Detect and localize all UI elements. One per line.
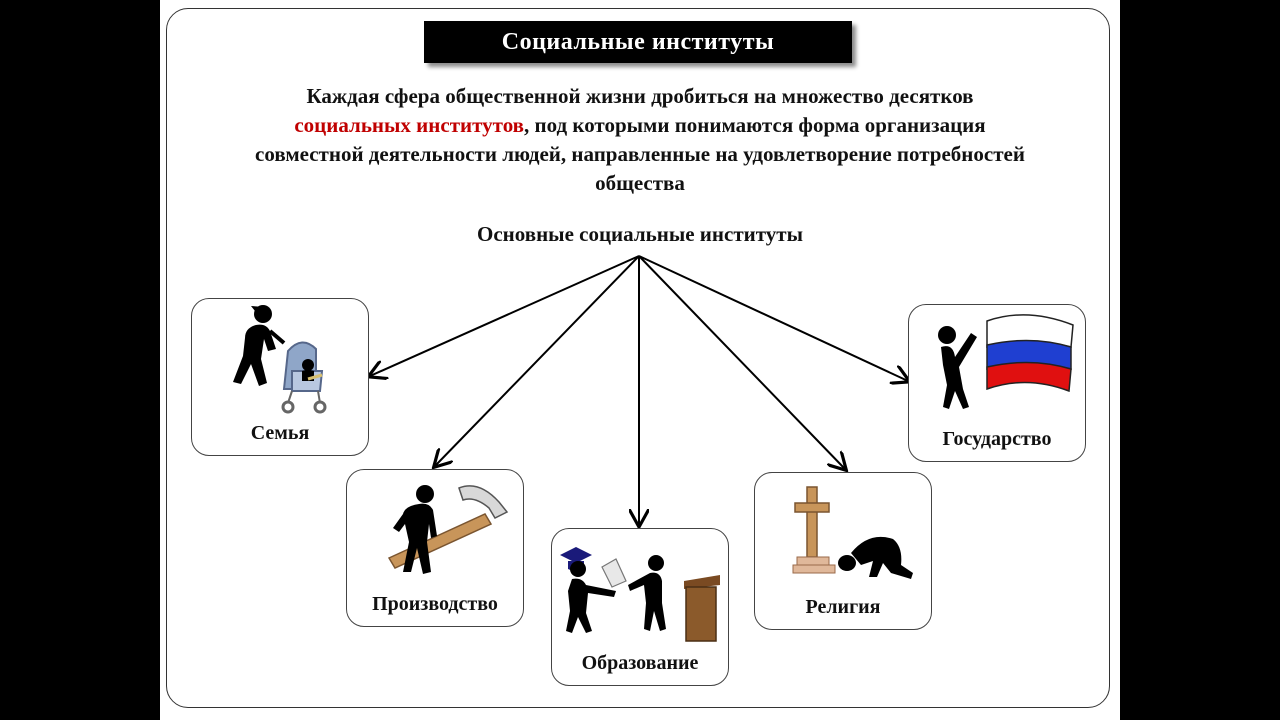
- arrow-to-family: [370, 255, 640, 376]
- card-state: Государство: [908, 304, 1086, 462]
- arrow-to-production: [435, 255, 640, 466]
- intro-line-1: Каждая сфера общественной жизни дробитьс…: [306, 84, 974, 108]
- card-family: Семья: [191, 298, 369, 456]
- institution-label: Государство: [942, 428, 1052, 450]
- arrows-layer: [160, 255, 1120, 720]
- institution-label: Семья: [250, 422, 310, 444]
- intro-line-2-rest: , под которыми понимаются форма организа…: [524, 113, 986, 137]
- graduate-and-teacher-icon: [560, 547, 720, 642]
- slide-title: Социальные институты: [424, 21, 852, 63]
- slide: Социальные институты Каждая сфера общест…: [160, 0, 1120, 720]
- worker-with-hammer-icon: [387, 485, 509, 574]
- center-label: Основные социальные институты: [477, 222, 803, 246]
- intro-line-2: социальных институтов, под которыми пони…: [178, 111, 1102, 140]
- arrow-to-state: [638, 255, 908, 381]
- card-production: Производство: [346, 469, 524, 627]
- card-education: Образование: [551, 528, 729, 686]
- person-with-russian-flag-icon: [938, 314, 1074, 409]
- intro-line-4: общества: [595, 171, 685, 195]
- intro-text: Каждая сфера общественной жизни дробитьс…: [178, 82, 1102, 198]
- institution-label: Религия: [805, 596, 881, 618]
- arrow-to-religion: [638, 255, 845, 469]
- institution-label: Производство: [372, 593, 498, 615]
- intro-highlight: социальных институтов: [294, 113, 525, 137]
- intro-line-3: совместной деятельности людей, направлен…: [255, 142, 1025, 166]
- praying-at-cross-icon: [792, 486, 913, 579]
- institution-label: Образование: [581, 652, 699, 674]
- card-religion: Религия: [754, 472, 932, 630]
- parent-with-stroller-icon: [233, 305, 327, 414]
